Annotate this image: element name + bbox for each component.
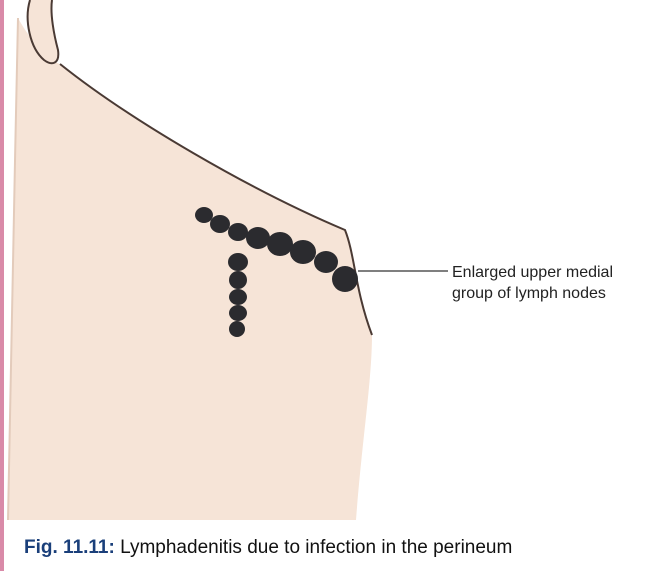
lymph-node [229, 305, 247, 321]
lymph-node [229, 289, 247, 305]
lymph-node [228, 223, 248, 241]
lymph-node [210, 215, 230, 233]
caption-label: Fig. 11.11: [24, 537, 115, 558]
lymph-node [229, 321, 245, 337]
lymph-node [267, 232, 293, 256]
callout-label: Enlarged upper medial group of lymph nod… [452, 262, 662, 304]
lymph-node [229, 271, 247, 289]
lymph-node [195, 207, 213, 223]
figure-caption: Fig. 11.11: Lymphadenitis due to infecti… [24, 536, 512, 560]
lymph-node [290, 240, 316, 264]
caption-text: Lymphadenitis due to infection in the pe… [115, 537, 513, 558]
lymph-node [332, 266, 358, 292]
lymph-node [228, 253, 248, 271]
lymph-node [314, 251, 338, 273]
callout-line-1: Enlarged upper medial [452, 262, 662, 283]
lymph-node [246, 227, 270, 249]
callout-line-2: group of lymph nodes [452, 283, 662, 304]
